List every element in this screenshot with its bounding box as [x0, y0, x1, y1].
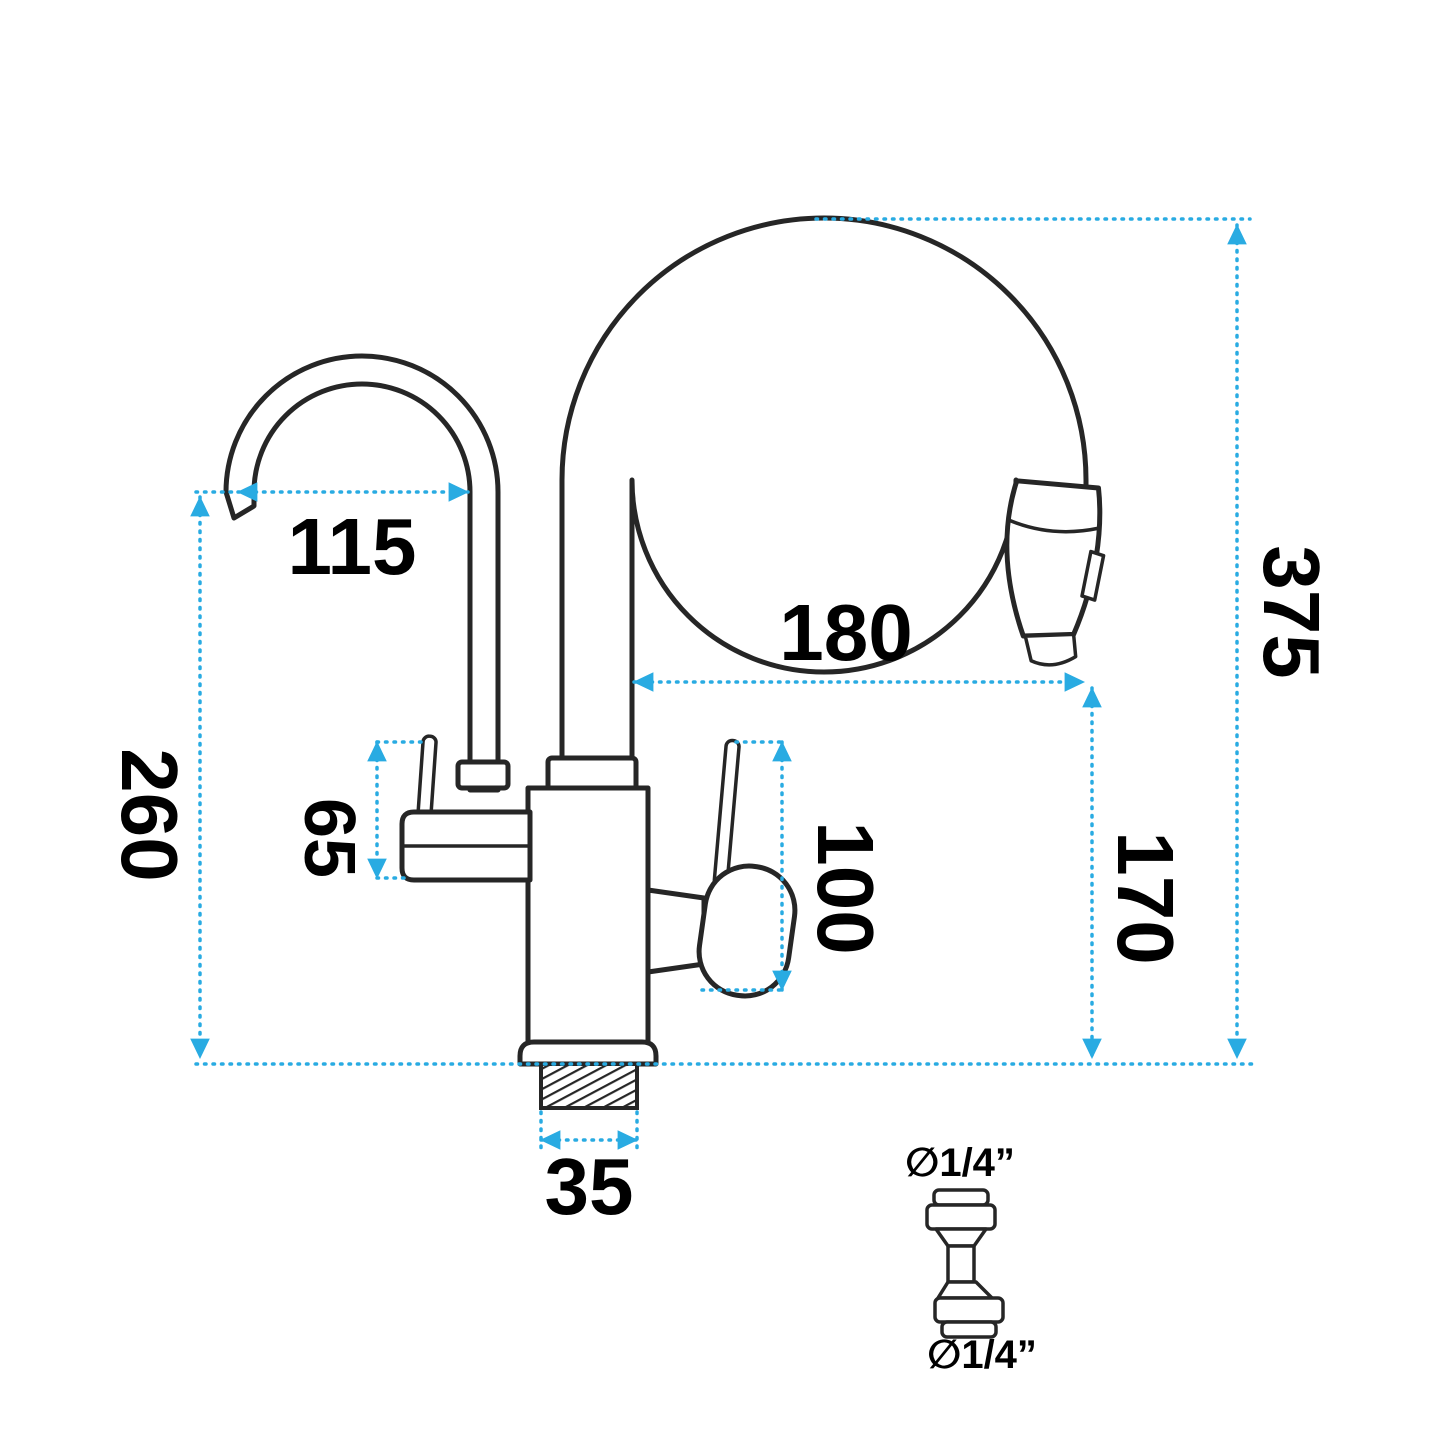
main-spout-collar [545, 755, 639, 793]
spray-head-collar-line [1008, 518, 1100, 534]
dim-100-label: 100 [801, 821, 890, 954]
faucet-drawing [223, 215, 1106, 1110]
small-spout-arc [223, 353, 501, 793]
connector-top-collet [932, 1188, 990, 1207]
dim-170-label: 170 [1101, 831, 1190, 964]
dim-35: 35 [539, 1110, 639, 1231]
dim-180-label: 180 [779, 588, 912, 677]
dim-100: 100 [700, 740, 890, 992]
connector-bottom-ring [933, 1296, 1005, 1324]
dim-115: 115 [236, 482, 470, 591]
dim-65: 65 [289, 740, 426, 880]
dim-35-label: 35 [545, 1142, 634, 1231]
spray-head-trigger [1080, 549, 1106, 602]
main-spout-arc [559, 215, 1089, 793]
dim-260-label: 260 [105, 748, 194, 881]
spray-head-nozzle [1023, 632, 1078, 667]
dim-260: 260 [105, 495, 210, 1060]
connector-top-ring [925, 1203, 997, 1231]
dim-115-label: 115 [287, 502, 416, 591]
connector-bottom-label: ∅1/4” [927, 1333, 1037, 1377]
right-handle-joint [645, 887, 707, 975]
connector-bottom-taper [936, 1280, 994, 1300]
dimension-annotations: 375 260 115 180 170 100 [105, 217, 1336, 1231]
connector-stem [946, 1244, 976, 1284]
connector-top-label: ∅1/4” [905, 1141, 1015, 1185]
small-spout-collar [455, 759, 511, 791]
base-flange [517, 1039, 659, 1067]
dim-375-label: 375 [1247, 545, 1336, 678]
spray-head [1004, 478, 1106, 667]
dim-65-label: 65 [289, 798, 369, 878]
connector-top-taper [934, 1227, 988, 1248]
dim-170: 170 [1082, 686, 1190, 1060]
right-handle-body [696, 863, 798, 999]
dim-375: 375 [1227, 223, 1336, 1060]
faucet-body [525, 785, 651, 1047]
connector-bottom-collet [940, 1320, 998, 1339]
left-lever-handle [416, 734, 438, 820]
right-lever-rod [712, 738, 741, 888]
connector-fitting: ∅1/4” ∅1/4” [905, 1141, 1037, 1377]
dim-180: 180 [632, 588, 1086, 692]
threaded-tail [539, 1062, 639, 1110]
